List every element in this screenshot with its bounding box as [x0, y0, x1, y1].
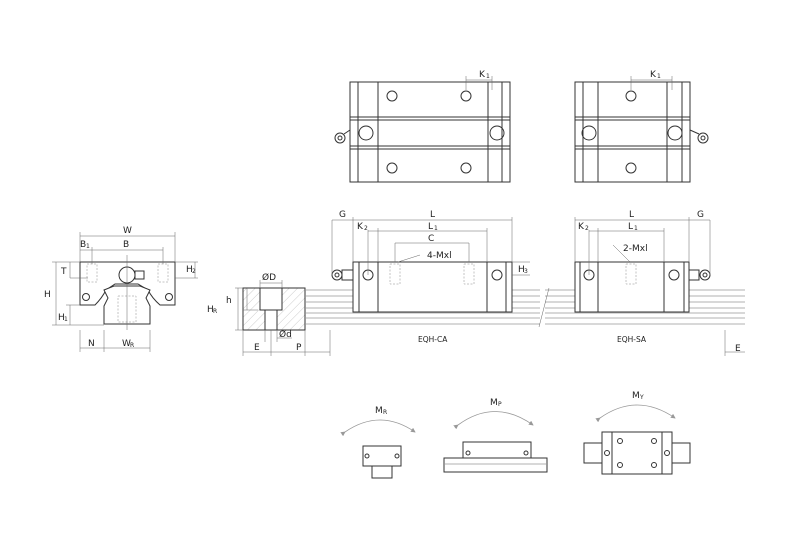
l-left-label: L: [430, 210, 435, 220]
c-label: C: [428, 234, 434, 244]
bolts-ca-label: 4-Mxl: [427, 251, 452, 261]
k2-left-label: K: [357, 222, 364, 232]
k1-subscript: 1: [486, 73, 490, 80]
h3-label: H: [518, 265, 525, 275]
grease-nipple-icon: [331, 269, 354, 281]
grease-nipple-icon: [334, 129, 351, 144]
wr-subscript: R: [130, 342, 134, 349]
bolts-sa-label: 2-Mxl: [623, 244, 648, 254]
side-view-sa-block: L G K 2 L 1 2-Mxl EQH-SA E: [574, 210, 745, 356]
h3-subscript: 3: [524, 268, 528, 275]
hr-subscript: R: [213, 308, 217, 315]
top-view-ca-block: K 1: [334, 70, 511, 183]
mp-subscript: P: [498, 401, 502, 408]
k1-label: K: [650, 70, 657, 80]
g-right-label: G: [697, 210, 704, 220]
moment-my-diagram: M Y: [583, 391, 691, 475]
moment-mp-diagram: M P: [443, 398, 548, 473]
p-label: P: [296, 343, 302, 353]
moment-mr-diagram: M R: [340, 406, 416, 479]
mr-label: M: [375, 406, 383, 416]
model-ca-label: EQH-CA: [418, 335, 448, 344]
grease-nipple-icon: [688, 269, 711, 281]
mounting-hole-icon: [581, 90, 683, 174]
b1-subscript: 1: [86, 243, 90, 250]
break-line: [538, 287, 550, 328]
my-subscript: Y: [639, 394, 644, 401]
h-label: H: [44, 290, 51, 300]
l1-subscript: 1: [434, 225, 438, 232]
h2-label: H: [186, 265, 193, 275]
n-label: N: [88, 339, 95, 349]
cross-section-view: W B 1 B T H H 2 H 1 N W R: [44, 226, 198, 352]
bolt-hole-diameter-label: Ød: [279, 329, 292, 340]
h-depth-label: h: [226, 296, 232, 306]
h1-label: H: [58, 313, 65, 323]
h2-subscript: 2: [192, 268, 196, 275]
e-right-label: E: [735, 344, 741, 354]
hole-diameter-label: ØD: [262, 272, 276, 283]
l1-right-label: L: [628, 222, 633, 232]
my-label: M: [632, 391, 640, 401]
l1-subscript: 1: [634, 225, 638, 232]
b1-label: B: [80, 240, 86, 250]
w-label: W: [123, 226, 132, 236]
b-label: B: [123, 240, 129, 250]
l1-left-label: L: [428, 222, 433, 232]
l-right-label: L: [629, 210, 634, 220]
hr-label: H: [207, 305, 214, 315]
mp-label: M: [490, 398, 498, 408]
top-view-sa-block: K 1: [574, 70, 709, 183]
rail-hole-section: ØD h H R Ød E P: [207, 272, 331, 356]
h1-subscript: 1: [64, 316, 68, 323]
grease-nipple-icon: [689, 129, 709, 144]
wr-label: W: [122, 339, 131, 349]
mr-subscript: R: [383, 409, 387, 416]
t-label: T: [60, 267, 67, 277]
k1-label: K: [479, 70, 486, 80]
k2-subscript: 2: [585, 225, 589, 232]
model-sa-label: EQH-SA: [617, 335, 647, 344]
k1-subscript: 1: [657, 73, 661, 80]
g-left-label: G: [339, 210, 346, 220]
k2-right-label: K: [578, 222, 585, 232]
e-label: E: [254, 343, 260, 353]
mounting-hole-icon: [358, 90, 505, 174]
k2-subscript: 2: [364, 225, 368, 232]
side-view-ca-block: G L K 2 L 1 C 4-Mxl H 3 EQH-CA: [304, 210, 530, 356]
